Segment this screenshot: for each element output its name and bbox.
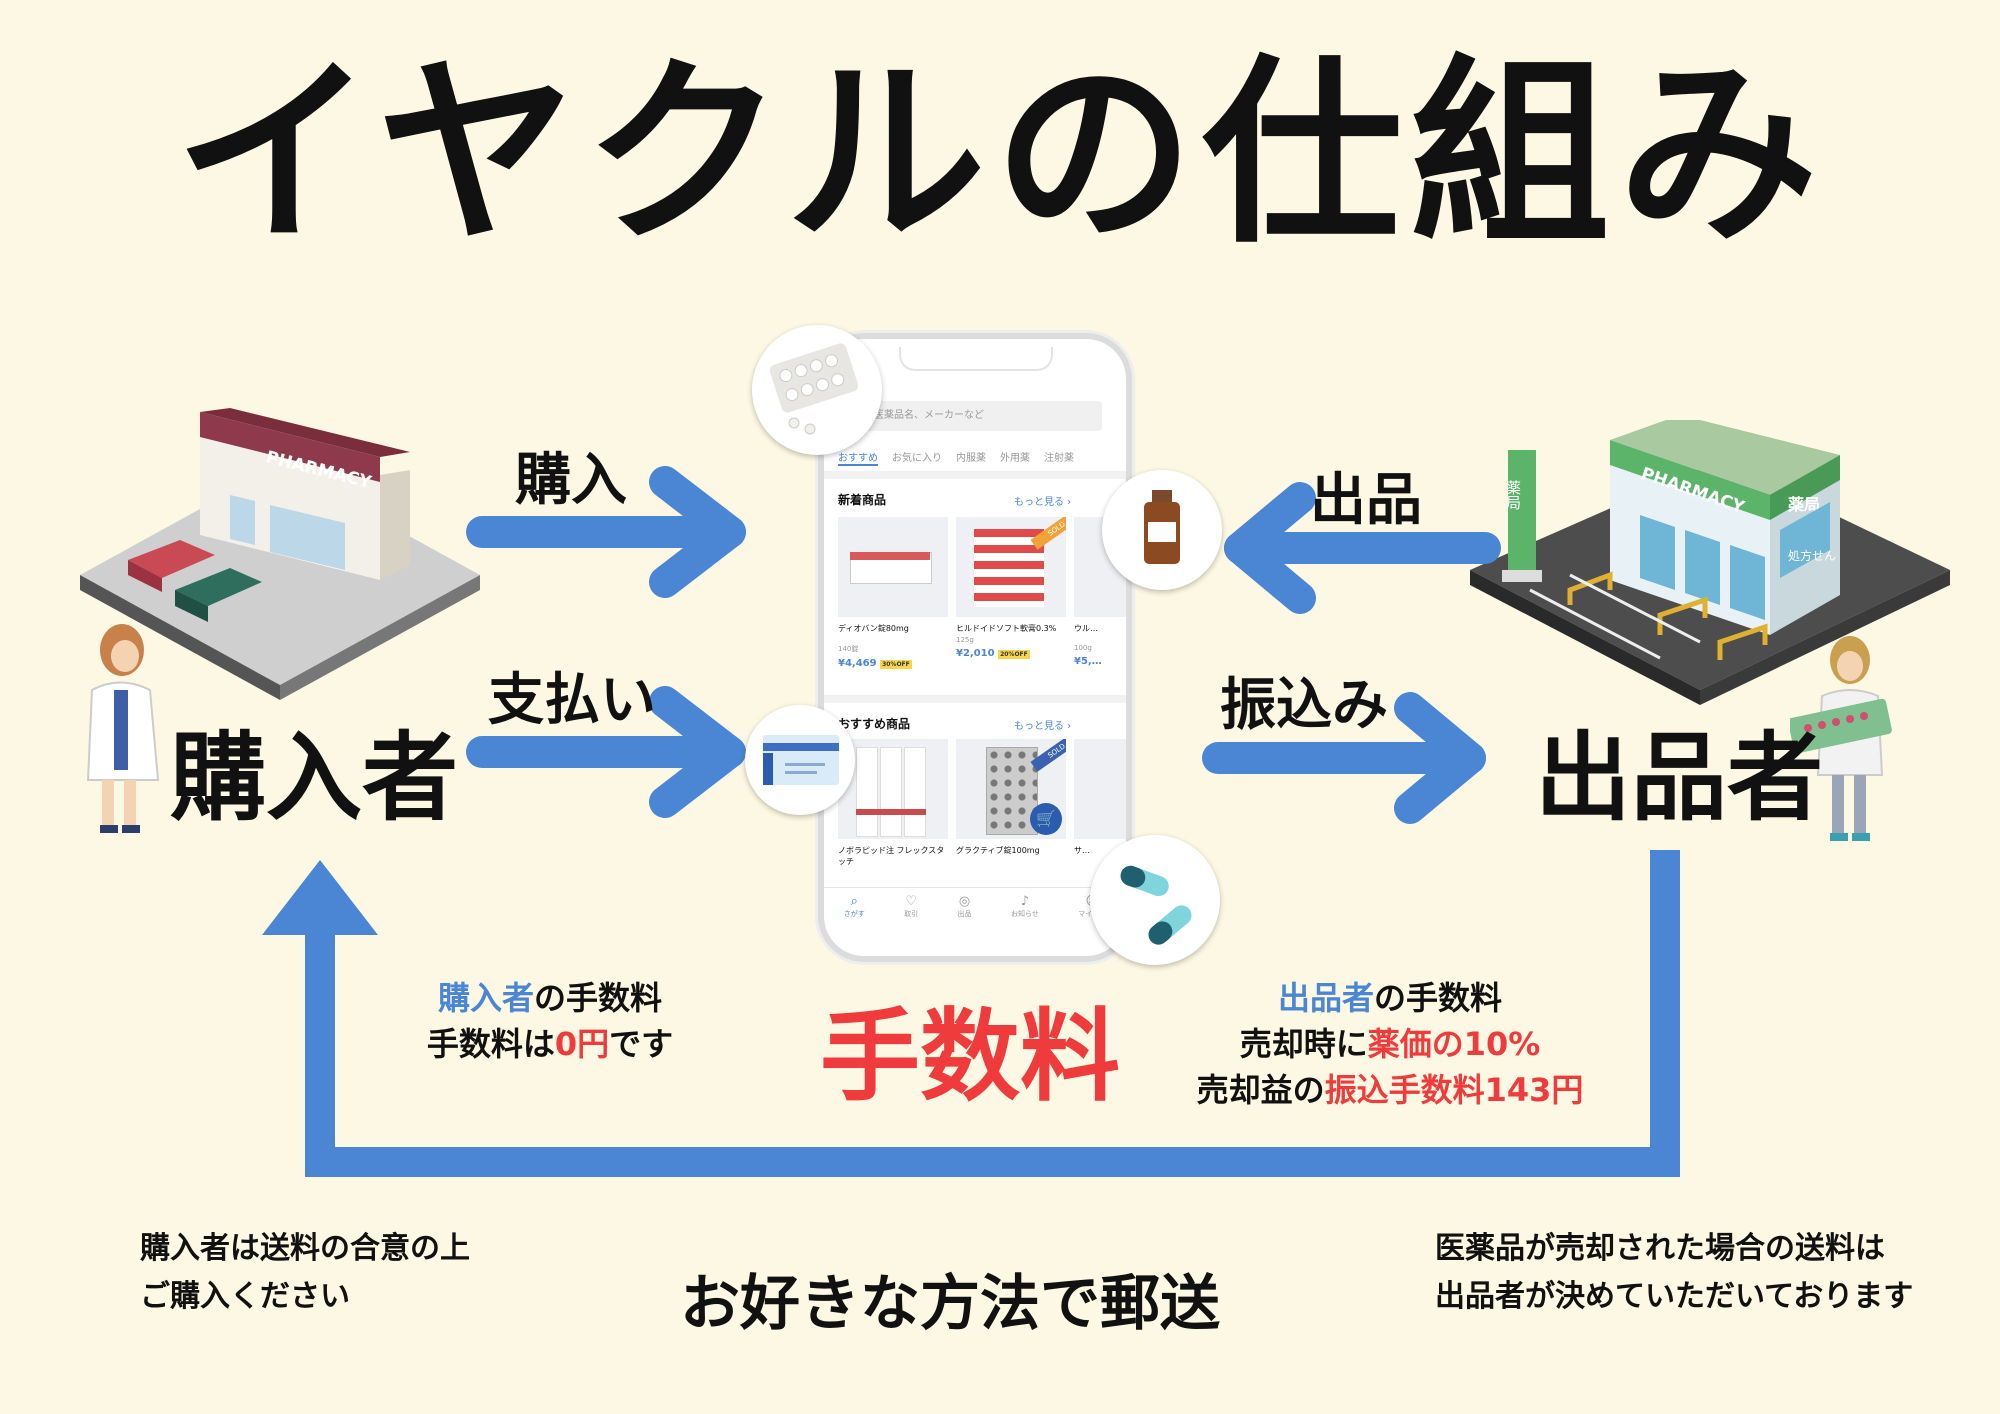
app-section-new: 新着商品: [838, 493, 887, 507]
medicine-bottle-icon: [1144, 490, 1180, 564]
seller-label: 出品者: [1535, 722, 1823, 834]
pill-sheet-circle: [752, 325, 882, 455]
seller-store-sign-jp: 薬局: [1787, 495, 1820, 514]
shipping-loop-arrow: [305, 850, 1680, 1177]
page-title: イヤクルの仕組み: [173, 38, 1826, 271]
nav-trade[interactable]: ♡取引: [904, 894, 919, 918]
seller-fee-note: 出品者の手数料 売却時に薬価の10% 売却益の振込手数料143円: [1196, 979, 1584, 1109]
app-product-card[interactable]: ノボラピッド注 フレックスタッチ: [838, 739, 948, 867]
card-circle: [745, 705, 855, 815]
purchase-label: 購入: [515, 448, 627, 513]
seller-window-text: 処方せん: [1788, 548, 1836, 563]
nav-sell[interactable]: ◎出品: [957, 894, 972, 918]
buyer-pharmacy-illustration: PHARMACY: [80, 408, 480, 700]
fee-title: 手数料: [820, 998, 1120, 1115]
app-section-recommended: おすすめ商品: [838, 717, 911, 731]
payment-label: 支払い: [488, 668, 656, 733]
capsule-icon: [1120, 865, 1192, 945]
seller-shipping-note: 医薬品が売却された場合の送料は 出品者が決めていただいております: [1435, 1231, 1914, 1314]
seller-person-illustration: [1790, 636, 1892, 841]
app-tab-favorites[interactable]: お気に入り: [892, 453, 942, 464]
seller-pharmacy-illustration: PHARMACY 薬局 処方せん 薬局: [1470, 420, 1950, 705]
app-tab-recommended[interactable]: おすすめ: [838, 449, 878, 466]
buyer-shipping-note: 購入者は送料の合意の上 ご購入ください: [140, 1231, 470, 1314]
seller-pole-sign: 薬局: [1504, 480, 1522, 511]
app-bottom-nav: ⌕さがす ♡取引 ◎出品 ♪お知らせ ☺マイペ…: [824, 894, 1126, 919]
bell-icon: ♪: [1020, 894, 1030, 909]
buyer-label: 購入者: [170, 722, 458, 834]
app-tab-topical[interactable]: 外用薬: [1000, 453, 1030, 464]
transfer-label: 振込み: [1220, 673, 1388, 738]
shipping-arrow-head: [262, 860, 378, 935]
bottle-circle: [1102, 470, 1222, 590]
cart-icon: 🛒: [1036, 809, 1056, 828]
app-more-link-new[interactable]: もっと見る ›: [1014, 497, 1072, 508]
nav-notifications[interactable]: ♪お知らせ: [1010, 894, 1039, 918]
camera-icon: ◎: [958, 894, 971, 909]
app-product-card[interactable]: SOLD 🛒 グラクティブ錠100mg: [956, 739, 1066, 856]
app-search-input[interactable]: ⌕ 医薬品名、メーカーなど: [844, 401, 1102, 431]
cart-button[interactable]: 🛒: [1030, 803, 1062, 835]
capsule-circle: [1090, 835, 1220, 965]
app-phone-mockup: ⌕ 医薬品名、メーカーなど おすすめ お気に入り 内服薬 外用薬 注射薬 新着商…: [818, 333, 1132, 962]
app-more-link-recommended[interactable]: もっと見る ›: [1014, 721, 1072, 732]
buyer-fee-note: 購入者の手数料 手数料は0円です: [426, 979, 674, 1063]
discount-badge: 20%OFF: [998, 650, 1030, 659]
search-icon: ⌕: [850, 894, 858, 909]
nav-search[interactable]: ⌕さがす: [843, 894, 865, 918]
app-product-card[interactable]: サ…: [1074, 739, 1126, 856]
shipping-label: お好きな方法で郵送: [680, 1269, 1220, 1339]
credit-card-icon: [763, 735, 839, 785]
app-tab-oral[interactable]: 内服薬: [956, 453, 986, 464]
app-product-card[interactable]: SOLD ヒルドイドソフト軟膏0.3% 125g ¥2,010 20%OFF: [956, 517, 1066, 659]
pill-sheet-icon: [769, 343, 859, 435]
app-tab-injection[interactable]: 注射薬: [1044, 453, 1074, 464]
handshake-icon: ♡: [905, 894, 917, 909]
app-product-card[interactable]: ディオバン錠80mg 140錠 ¥4,469 30%OFF: [838, 517, 948, 669]
app-tabs: おすすめ お気に入り 内服薬 外用薬 注射薬: [838, 449, 1126, 466]
listing-label: 出品: [1310, 468, 1422, 533]
discount-badge: 30%OFF: [880, 660, 912, 669]
buyer-person-illustration: [86, 624, 160, 833]
